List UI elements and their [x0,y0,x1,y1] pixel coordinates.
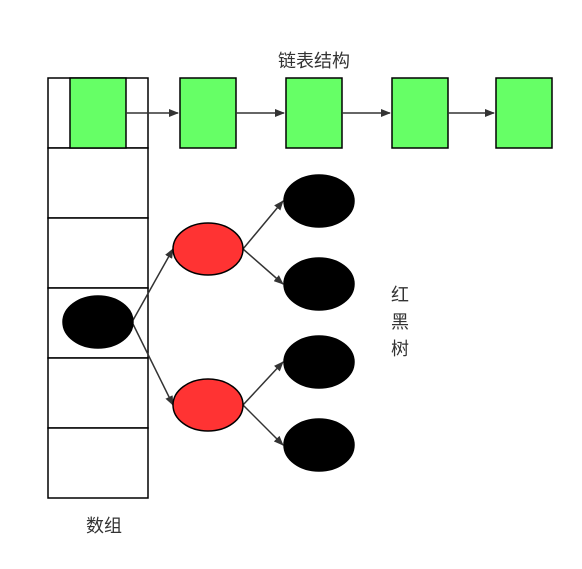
tree-black-leaf [283,335,355,389]
list-node [391,77,449,149]
tree-black-leaf [283,174,355,228]
tree-edge [131,248,174,323]
tree-edge [242,404,284,446]
array-label: 数组 [86,516,122,537]
tree-black-leaf [283,257,355,311]
array-cell [47,357,149,429]
list-node [285,77,343,149]
red-black-tree-label-char: 红 [391,285,409,306]
tree-edge [131,321,174,406]
array-cell [47,147,149,219]
tree-black-leaf [283,418,355,472]
red-black-tree-label-char: 黑 [391,312,409,333]
red-black-tree [62,174,355,472]
tree-edge [242,200,284,250]
tree-edge [242,248,284,285]
list-node [179,77,237,149]
array-cell [47,217,149,289]
list-node [495,77,553,149]
tree-red-node [172,378,244,432]
red-black-tree-label-char: 树 [391,339,409,360]
tree-edge [242,361,284,406]
linked-list-label: 链表结构 [278,51,350,72]
list-node [69,77,127,149]
tree-root-node [62,295,134,349]
array-cell [47,427,149,499]
tree-red-node [172,222,244,276]
linked-list [69,77,553,149]
